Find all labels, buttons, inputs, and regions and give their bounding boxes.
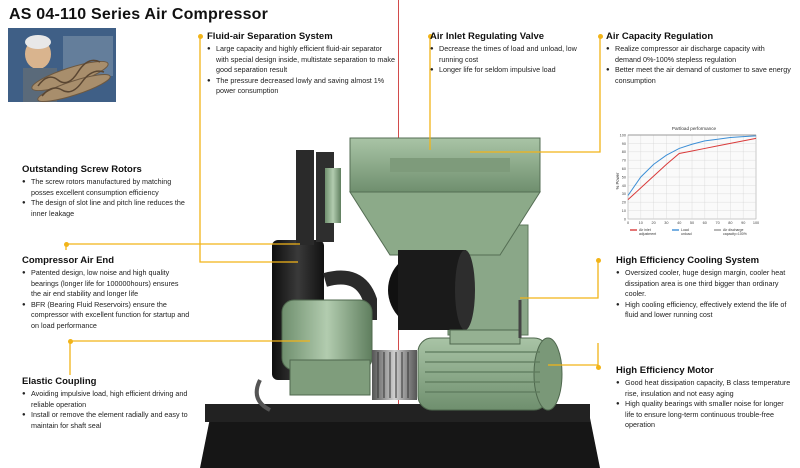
chart-ytick-label: 100 xyxy=(620,133,626,137)
fluid-air-section: Fluid-air Separation System Large capaci… xyxy=(207,31,395,97)
capacity-bullet: Better meet the air demand of customer t… xyxy=(606,65,792,86)
chart-ytick-label: 90 xyxy=(622,142,626,146)
chart-xtick-label: 50 xyxy=(690,221,694,225)
air-end-section: Compressor Air End Patented design, low … xyxy=(22,255,190,332)
cooling-bullet: High cooling efficiency, effectively ext… xyxy=(616,300,792,321)
chart-legend-label: capacity=100% xyxy=(723,232,747,236)
chart-ytick-label: 50 xyxy=(622,175,626,179)
chart-xtick-label: 40 xyxy=(677,221,681,225)
leader-dot-cooling xyxy=(596,258,601,263)
coupling-bullet: Install or remove the element radially a… xyxy=(22,410,198,431)
chart-ytick-label: 80 xyxy=(622,150,626,154)
chart-ytick-label: 20 xyxy=(622,201,626,205)
chart-grid xyxy=(627,134,757,220)
inlet-valve-title: Air Inlet Regulating Valve xyxy=(430,31,545,42)
leader-dot-fluid-air xyxy=(198,34,203,39)
page-title: AS 04-110 Series Air Compressor xyxy=(9,6,269,23)
chart-legend-label: Air inlet xyxy=(639,228,651,232)
chart-legend-label: unload xyxy=(681,232,692,236)
chart-xtick-label: 0 xyxy=(627,221,629,225)
chart-xtick-label: 90 xyxy=(741,221,745,225)
chart-series-line-0 xyxy=(627,137,757,201)
coupling-section: Elastic Coupling Avoiding impulsive load… xyxy=(22,376,198,431)
chart-ytick-label: 70 xyxy=(622,159,626,163)
coupling-title: Elastic Coupling xyxy=(22,376,97,387)
chart-xtick-label: 70 xyxy=(715,221,719,225)
fluid-air-bullet: The pressure decreased lowly and saving … xyxy=(207,76,395,97)
cooling-section: High Efficiency Cooling System Oversized… xyxy=(616,255,792,321)
screw-rotors-title: Outstanding Screw Rotors xyxy=(22,164,142,175)
inlet-valve-section: Air Inlet Regulating Valve Decrease the … xyxy=(430,31,580,76)
capacity-title: Air Capacity Regulation xyxy=(606,31,714,42)
leader-dot-airend xyxy=(68,339,73,344)
motor-section: High Efficiency Motor Good heat dissipat… xyxy=(616,365,792,431)
chart-ytick-label: 60 xyxy=(622,167,626,171)
motor-bullet: High quality bearings with smaller noise… xyxy=(616,399,792,431)
fluid-air-bullet: Large capacity and highly efficient flui… xyxy=(207,44,395,76)
chart-xtick-label: 80 xyxy=(728,221,732,225)
chart-series xyxy=(627,134,757,201)
chart-legend-label: adjustment xyxy=(639,232,656,236)
capacity-section: Air Capacity Regulation Realize compress… xyxy=(606,31,792,86)
fluid-air-title: Fluid-air Separation System xyxy=(207,31,333,42)
screw-rotors-bullet: The design of slot line and pitch line r… xyxy=(22,198,190,219)
chart-xtick-label: 100 xyxy=(753,221,759,225)
partload-chart: Partload performance % Power 0 10 20 30 40 50… xyxy=(615,126,760,236)
leader-dot-motor xyxy=(596,365,601,370)
chart-legend-label: Load xyxy=(681,228,689,232)
leader-dot-inlet xyxy=(428,34,433,39)
screw-rotors-section: Outstanding Screw Rotors The screw rotor… xyxy=(22,164,190,219)
chart-xtick-label: 10 xyxy=(639,221,643,225)
chart-ticks: 0 10 20 30 40 50 60 70 80 90 100 0 10 20 30 40 50 60 70 80 9… xyxy=(620,133,760,225)
air-end-bullet: Patented design, low noise and high qual… xyxy=(22,268,190,300)
capacity-bullet: Realize compressor air discharge capacit… xyxy=(606,44,792,65)
cooling-title: High Efficiency Cooling System xyxy=(616,255,760,266)
chart-ytick-label: 30 xyxy=(622,192,626,196)
inlet-valve-bullet: Longer life for seldom impulsive load xyxy=(430,65,580,76)
chart-ytick-label: 40 xyxy=(622,184,626,188)
leader-dot-capacity xyxy=(598,34,603,39)
engineer-photo xyxy=(8,28,116,102)
chart-legend-label: Air discharge xyxy=(723,228,743,232)
chart-ytick-label: 10 xyxy=(622,209,626,213)
leader-dot-screw xyxy=(64,242,69,247)
air-end-title: Compressor Air End xyxy=(22,255,115,266)
coupling-bullet: Avoiding impulsive load, high efficient … xyxy=(22,389,198,410)
chart-xtick-label: 30 xyxy=(664,221,668,225)
chart-xtick-label: 20 xyxy=(651,221,655,225)
motor-title: High Efficiency Motor xyxy=(616,365,714,376)
motor-bullet: Good heat dissipation capacity, B class … xyxy=(616,378,792,399)
chart-ylabel: % Power xyxy=(615,172,620,189)
chart-xtick-label: 60 xyxy=(703,221,707,225)
chart-series-line-1 xyxy=(627,135,757,196)
cooling-bullet: Oversized cooler, huge design margin, co… xyxy=(616,268,792,300)
inlet-valve-bullet: Decrease the times of load and unload, l… xyxy=(430,44,580,65)
chart-title: Partload performance xyxy=(672,126,717,131)
air-end-bullet: BFR (Bearing Fluid Reservoirs) ensure th… xyxy=(22,300,190,332)
screw-rotors-bullet: The screw rotors manufactured by matchin… xyxy=(22,177,190,198)
chart-ytick-label: 0 xyxy=(624,217,626,221)
